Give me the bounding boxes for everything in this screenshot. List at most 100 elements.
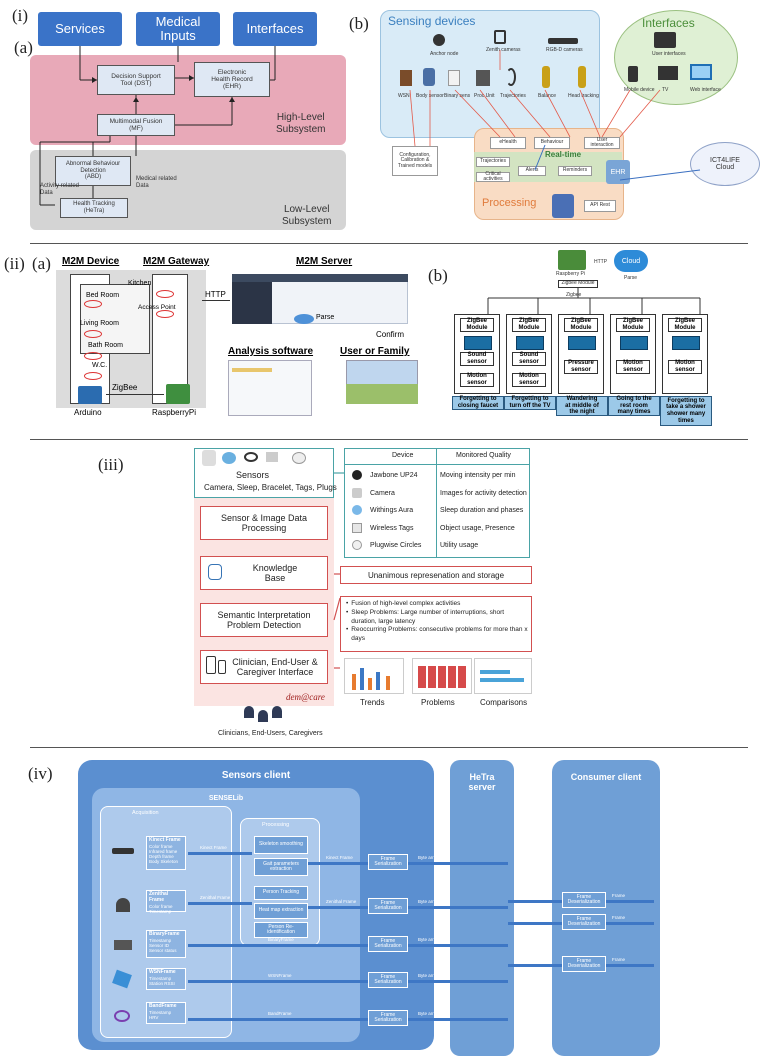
sensor-bedroom-marker	[84, 300, 102, 308]
zigbee-line	[106, 394, 164, 395]
lbl-byte-array-1: Byte array	[418, 855, 439, 860]
kinect-frame-name: Kinect Frame	[149, 837, 181, 843]
processing-title-iv: Processing	[262, 822, 290, 828]
sensor-label-head: Head tracking	[568, 93, 599, 99]
ehr-box: Electronic Health Record (EHR)	[194, 62, 270, 97]
rpi-board-icon	[558, 250, 586, 270]
trend-bar-2	[360, 668, 364, 690]
divider-1	[30, 243, 748, 244]
wsn-icon	[400, 70, 412, 86]
arduino-label: Arduino	[74, 408, 102, 417]
medical-inputs-box: Medical Inputs	[136, 12, 220, 46]
processing-box: Sensor & Image Data Processing	[200, 506, 328, 540]
output-problems: Problems	[421, 698, 455, 707]
user-family-title: User or Family	[340, 346, 410, 357]
device-label-mobile: Mobile device	[624, 87, 655, 93]
panel-label-i-b: (b)	[349, 14, 369, 33]
arrow-band-to-ser	[188, 1018, 368, 1021]
processing-title: Processing	[482, 197, 537, 209]
lbl-frame-out-1: Frame	[612, 893, 626, 898]
trend-bar-5	[386, 676, 390, 690]
analysis-highlight	[232, 368, 272, 372]
wsn-frame-name: WSNFrame	[149, 969, 176, 975]
zigbee-board-5	[672, 336, 700, 350]
sensor-bath-marker	[84, 352, 102, 360]
device-label-web: Web interface	[690, 87, 721, 93]
zenith-cameras-label: Zenith cameras	[486, 47, 521, 53]
arrow-ser-to-server-2	[408, 906, 508, 909]
table-column-rule	[436, 448, 437, 558]
dashboard-header	[232, 274, 408, 282]
lbl-byte-array-2: Byte array	[418, 899, 439, 904]
acquisition-title: Acquisition	[132, 810, 159, 816]
sensor-1b: Motion sensor	[460, 373, 494, 387]
table-header-quality: Monitored Quality	[456, 452, 511, 459]
jawbone-icon	[352, 470, 362, 480]
lbl-byte-array-7: Byte array	[516, 915, 537, 920]
bullet-2: Sleep Problems: Large number of interrup…	[351, 608, 505, 625]
sensors-title: Sensors	[236, 470, 270, 480]
zigbee-tree-lines	[487, 288, 701, 314]
zigbee-label: ZigBee	[112, 383, 138, 392]
panel-iii-connectors	[333, 472, 344, 669]
ehr-cylinder: EHR	[606, 160, 630, 184]
m2m-gateway-title: M2M Gateway	[143, 256, 210, 267]
divider-2	[30, 439, 748, 440]
sensor-2b: Motion sensor	[512, 373, 546, 387]
arrow-ser-to-server-4	[408, 980, 508, 983]
serialization-4: Frame Serialization	[368, 972, 408, 988]
arrow-zenithal-to-proc	[188, 902, 252, 905]
ict4life-cloud: ICT4LIFE Cloud	[690, 142, 760, 186]
lbl-zenithal-frame-arrow: Zenithal Frame	[200, 895, 231, 900]
sensors-client-title: Sensors client	[221, 770, 291, 781]
high-level-label: High-Level Subsystem	[276, 112, 326, 135]
plugwise-icon	[352, 540, 362, 550]
arrow-ser-to-server-3	[408, 944, 508, 947]
event-label-4: Going to the rest room many times	[608, 396, 660, 416]
event-label-5: Forgetting to take a shower shower many …	[660, 396, 712, 426]
m2m-server-title: M2M Server	[296, 256, 353, 267]
kinect-frame-fields: Color frame Infrared frame Depth frame B…	[149, 843, 179, 865]
sensor-label-balance: Balance	[538, 93, 557, 99]
table-row-3-quality: Sleep duration and phases	[440, 507, 524, 514]
server-icon	[552, 194, 574, 218]
binary-sensor-icon-iv	[114, 940, 132, 950]
sensing-devices-title: Sensing devices	[388, 14, 476, 28]
database-icon	[208, 564, 222, 580]
lbl-zenithal-frame-arrow-2: Zenithal Frame	[326, 899, 357, 904]
proc-behaviour: Behaviour	[534, 137, 570, 149]
lbl-kinect-frame-arrow: Kinect Frame	[200, 845, 227, 850]
table-row-2-device: Camera	[370, 490, 395, 497]
semantic-bullets: •Fusion of high-level complex activities…	[346, 600, 528, 643]
deserialization-2: Frame Deserialization	[562, 914, 606, 930]
parse-label-b: Parse	[624, 275, 638, 281]
lbl-frame-out-3: Frame	[612, 957, 626, 962]
arrow-deser-out-3	[606, 964, 654, 967]
arrow-server-to-deser-1	[508, 900, 562, 903]
device-label-tv: TV	[662, 87, 669, 93]
rgbd-camera-icon	[548, 38, 578, 44]
raspberrypi-label: RaspberryPi	[152, 408, 197, 417]
high-level-subsystem-region	[30, 55, 346, 145]
interface-box: Clinician, End-User & Caregiver Interfac…	[200, 650, 328, 684]
bullet-1: Fusion of high-level complex activities	[351, 600, 461, 607]
tag-icon	[266, 452, 278, 462]
kb-description: Unanimous represenation and storage	[340, 566, 532, 584]
zigbee-module-4: ZigBee Module	[616, 318, 650, 332]
tablet-icon	[206, 656, 216, 674]
room-bathroom: Bath Room	[88, 342, 124, 349]
trend-bar-4	[376, 672, 380, 690]
kinect-icon	[112, 848, 134, 854]
room-livingroom: Living Room	[80, 320, 119, 327]
medical-related-label: Medical related Data	[136, 176, 177, 189]
room-bedroom: Bed Room	[86, 292, 120, 299]
lbl-frame-out-2: Frame	[612, 915, 626, 920]
binary-frame-name: BinaryFrame	[149, 931, 180, 937]
mf-box: Multimodal Fusion (MF)	[97, 114, 175, 136]
device-table	[344, 448, 530, 558]
camera-device-icon	[202, 450, 216, 466]
body-sensor-icon	[423, 68, 435, 86]
proc-gait-extraction: Gait parameters extraction	[254, 858, 308, 876]
arrow-deser-out-2	[606, 922, 654, 925]
